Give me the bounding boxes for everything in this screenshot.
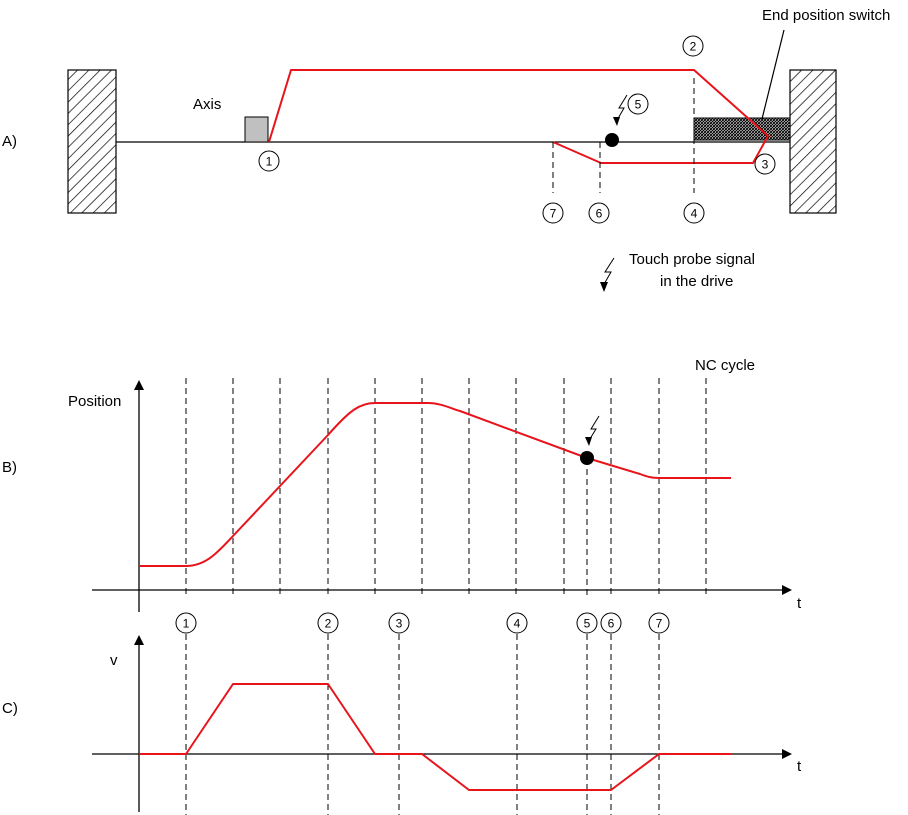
svg-text:4: 4 — [691, 207, 698, 221]
position-flash-arrow-icon — [585, 437, 592, 446]
svg-text:4: 4 — [514, 617, 521, 631]
section-label-b: B) — [2, 459, 17, 476]
svg-text:3: 3 — [762, 158, 769, 172]
velocity-curve — [139, 683, 731, 791]
svg-text:1: 1 — [183, 617, 190, 631]
svg-text:7: 7 — [656, 617, 663, 631]
part-c: C) v t 1 2 3 4 — [2, 612, 802, 815]
left-wall — [67, 69, 117, 214]
homing-path-forward — [268, 69, 769, 164]
marker-c-2: 2 — [317, 612, 339, 634]
position-flash-icon — [587, 415, 600, 443]
svg-text:6: 6 — [608, 617, 615, 631]
marker-a-4: 4 — [683, 202, 705, 224]
legend-line-1: Touch probe signal — [629, 251, 755, 268]
svg-text:7: 7 — [550, 207, 557, 221]
touch-probe-arrow-icon — [613, 117, 620, 126]
marker-a-3: 3 — [754, 153, 776, 175]
right-wall — [789, 69, 837, 214]
touch-probe-flash-icon — [615, 94, 628, 123]
section-label-a: A) — [2, 133, 17, 150]
marker-a-5: 5 — [627, 93, 649, 115]
nc-cycle-lines — [185, 378, 707, 597]
svg-text:5: 5 — [635, 98, 642, 112]
axis-label: Axis — [193, 96, 221, 113]
end-switch-label: End position switch — [762, 7, 890, 24]
marker-c-4: 4 — [506, 612, 528, 634]
svg-text:1: 1 — [266, 155, 273, 169]
end-switch-leader — [761, 29, 785, 120]
velocity-t-label: t — [797, 758, 802, 775]
section-label-c: C) — [2, 700, 18, 717]
marker-c-5: 5 — [576, 612, 598, 634]
part-a: A) Axis End position switch 1 2 3 — [2, 7, 890, 292]
touch-probe-legend: Touch probe signal in the drive — [600, 251, 755, 292]
touch-probe-position-point — [580, 451, 594, 465]
svg-text:5: 5 — [584, 617, 591, 631]
marker-a-6: 6 — [588, 202, 610, 224]
svg-text:2: 2 — [690, 40, 697, 54]
marker-c-7: 7 — [648, 612, 670, 634]
velocity-marker-lines — [185, 634, 660, 815]
svg-text:6: 6 — [596, 207, 603, 221]
svg-text:2: 2 — [325, 617, 332, 631]
position-axis-label: Position — [68, 393, 121, 410]
svg-text:3: 3 — [396, 617, 403, 631]
velocity-axis-label: v — [110, 652, 118, 669]
marker-a-1: 1 — [258, 150, 280, 172]
marker-c-6: 6 — [600, 612, 622, 634]
marker-a-7: 7 — [542, 202, 564, 224]
legend-line-2: in the drive — [660, 273, 733, 290]
marker-c-3: 3 — [388, 612, 410, 634]
position-curve — [139, 402, 731, 567]
legend-arrow-icon — [600, 282, 608, 292]
end-position-switch — [693, 117, 791, 141]
touch-probe-point — [605, 133, 619, 147]
axis-block — [244, 116, 269, 143]
part-b: B) Position t NC cycle — [2, 357, 802, 612]
marker-a-2: 2 — [682, 35, 704, 57]
marker-c-1: 1 — [175, 612, 197, 634]
position-t-label: t — [797, 595, 802, 612]
legend-flash-icon — [602, 257, 615, 287]
nc-cycle-label: NC cycle — [695, 357, 755, 374]
